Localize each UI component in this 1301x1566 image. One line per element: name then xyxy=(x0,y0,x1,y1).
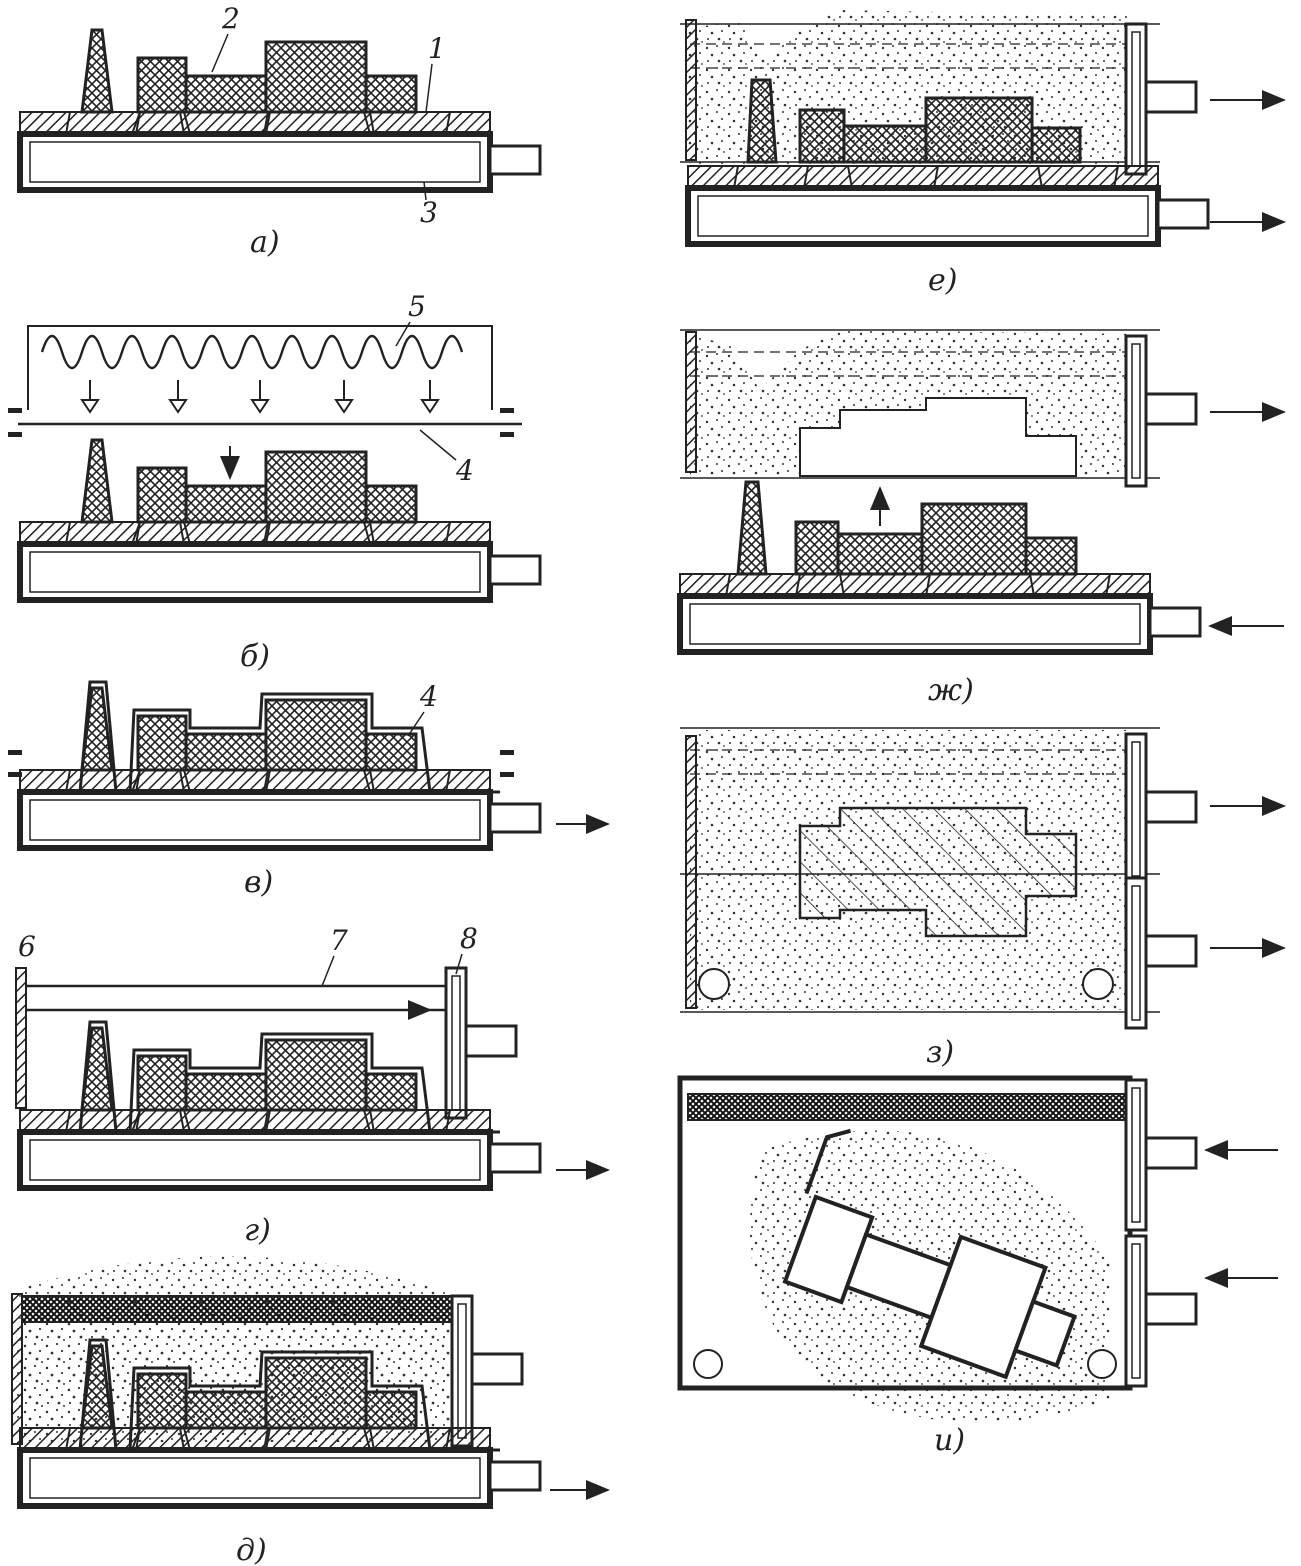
panel-g xyxy=(15,966,610,1188)
callout-4-b: 4 xyxy=(455,454,474,487)
callout-4-v: 4 xyxy=(419,680,438,713)
panel-label-d: д) xyxy=(236,1533,267,1566)
panel-a xyxy=(20,28,540,190)
finished-casting xyxy=(782,1128,1078,1380)
panel-v xyxy=(8,682,610,848)
callout-7: 7 xyxy=(330,924,348,957)
panel-zh xyxy=(680,329,1286,652)
callout-3: 3 xyxy=(420,196,438,229)
panel-label-i: и) xyxy=(934,1423,965,1458)
panel-label-a: а) xyxy=(250,225,280,260)
panel-e xyxy=(680,10,1286,244)
panel-i xyxy=(677,1075,1278,1423)
panel-label-zh: ж) xyxy=(928,673,974,708)
panel-label-v: в) xyxy=(244,865,273,900)
heater-coil xyxy=(40,334,464,370)
panel-label-b: б) xyxy=(240,639,270,674)
panel-b xyxy=(8,325,540,600)
panel-label-z: з) xyxy=(926,1035,954,1070)
panel-label-g: г) xyxy=(244,1213,271,1248)
callout-8: 8 xyxy=(460,922,478,955)
callout-6: 6 xyxy=(18,930,36,963)
callout-2: 2 xyxy=(221,2,240,35)
casting xyxy=(798,806,1078,938)
panel-d xyxy=(11,1256,610,1506)
callout-1: 1 xyxy=(428,32,446,65)
callout-5: 5 xyxy=(408,290,426,323)
panel-label-e: е) xyxy=(928,263,957,298)
panel-z xyxy=(680,727,1286,1030)
